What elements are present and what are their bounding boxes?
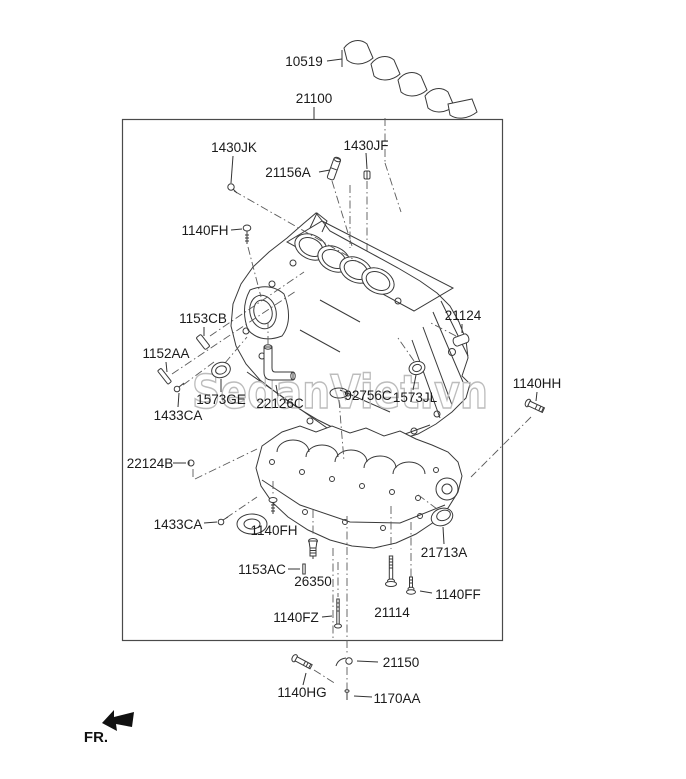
callout-1573GE: 1573GE bbox=[196, 392, 246, 407]
callout-21100: 21100 bbox=[296, 91, 333, 106]
leader-lines bbox=[165, 58, 538, 698]
stud-1152AA bbox=[157, 368, 172, 385]
callout-1170AA: 1170AA bbox=[373, 691, 420, 706]
front-direction-marker: FR. bbox=[84, 710, 134, 746]
clip-1430JF bbox=[363, 170, 371, 180]
part-10519-baffle-drawing bbox=[341, 40, 478, 119]
pin-1433CA-upper bbox=[173, 382, 185, 393]
callout-1573JL: 1573JL bbox=[393, 390, 438, 405]
seal-cap-1573GE bbox=[211, 361, 231, 379]
cap-21713A bbox=[430, 507, 454, 527]
pin-1433CA-lower bbox=[217, 516, 229, 526]
bolt-21114 bbox=[385, 555, 397, 587]
callout-1152AA: 1152AA bbox=[142, 346, 189, 361]
oil-pickup-flange bbox=[236, 513, 268, 535]
pin-1153AC bbox=[302, 563, 306, 575]
callout-1140FZ: 1140FZ bbox=[273, 610, 319, 625]
plug-21124 bbox=[452, 333, 470, 347]
parts-box-border bbox=[121, 118, 504, 642]
front-bore-hole bbox=[249, 294, 277, 330]
clip-1430JK bbox=[227, 183, 238, 194]
stud-1153CB bbox=[196, 334, 210, 350]
callout-10519: 10519 bbox=[285, 54, 323, 69]
callout-92756C: 92756C bbox=[344, 388, 392, 403]
callout-1153AC: 1153AC bbox=[238, 562, 286, 577]
bolt-1140HG bbox=[291, 654, 313, 670]
callout-21114: 21114 bbox=[374, 605, 410, 620]
callout-21156A: 21156A bbox=[265, 165, 311, 180]
clip-21150 bbox=[335, 657, 353, 667]
callout-1153CB: 1153CB bbox=[179, 311, 227, 326]
main-bearing-arches bbox=[276, 439, 426, 475]
callout-22124B: 22124B bbox=[127, 456, 174, 471]
cylinder-bores bbox=[294, 233, 395, 295]
callout-21150: 21150 bbox=[383, 655, 420, 670]
callout-21124: 21124 bbox=[445, 308, 482, 323]
oil-pipe-22126C bbox=[263, 344, 296, 381]
callout-21713A: 21713A bbox=[421, 545, 468, 560]
callout-22126C: 22126C bbox=[256, 396, 304, 411]
fr-direction-arrow-icon bbox=[102, 710, 134, 731]
bedplate-bolt-holes bbox=[269, 459, 439, 531]
callout-1140FH-lower: 1140FH bbox=[250, 523, 297, 538]
bolt-1140FF bbox=[406, 576, 416, 595]
callout-labels: 10519 21100 1430JK 21156A 1430JF 1140FH … bbox=[127, 54, 562, 706]
pin-1170AA bbox=[344, 689, 350, 700]
callout-1430JF: 1430JF bbox=[343, 138, 388, 153]
fr-label: FR. bbox=[84, 729, 108, 746]
callout-1433CA-lower: 1433CA bbox=[154, 517, 203, 532]
callout-1430JK: 1430JK bbox=[211, 140, 257, 155]
callout-26350: 26350 bbox=[294, 574, 332, 589]
oil-jet-valve-26350 bbox=[308, 538, 318, 559]
dowel-pin-21156A bbox=[326, 156, 342, 181]
callout-1433CA-upper: 1433CA bbox=[154, 408, 203, 423]
bolt-1140FH-upper bbox=[242, 224, 252, 244]
bolt-1140FH-lower bbox=[268, 497, 278, 514]
plug-22124B bbox=[187, 459, 195, 467]
bolt-1140HH bbox=[524, 398, 546, 414]
bolt-1140FZ bbox=[334, 598, 342, 629]
callout-1140FF: 1140FF bbox=[435, 587, 481, 602]
seal-1573JL bbox=[408, 360, 426, 376]
bedplate-drawing bbox=[236, 425, 463, 549]
callout-1140HG: 1140HG bbox=[277, 685, 326, 700]
callout-1140HH: 1140HH bbox=[513, 376, 562, 391]
callout-1140FH-upper: 1140FH bbox=[181, 223, 228, 238]
center-lines bbox=[171, 118, 532, 691]
watermark-text: SedanViet.vn bbox=[192, 365, 488, 419]
